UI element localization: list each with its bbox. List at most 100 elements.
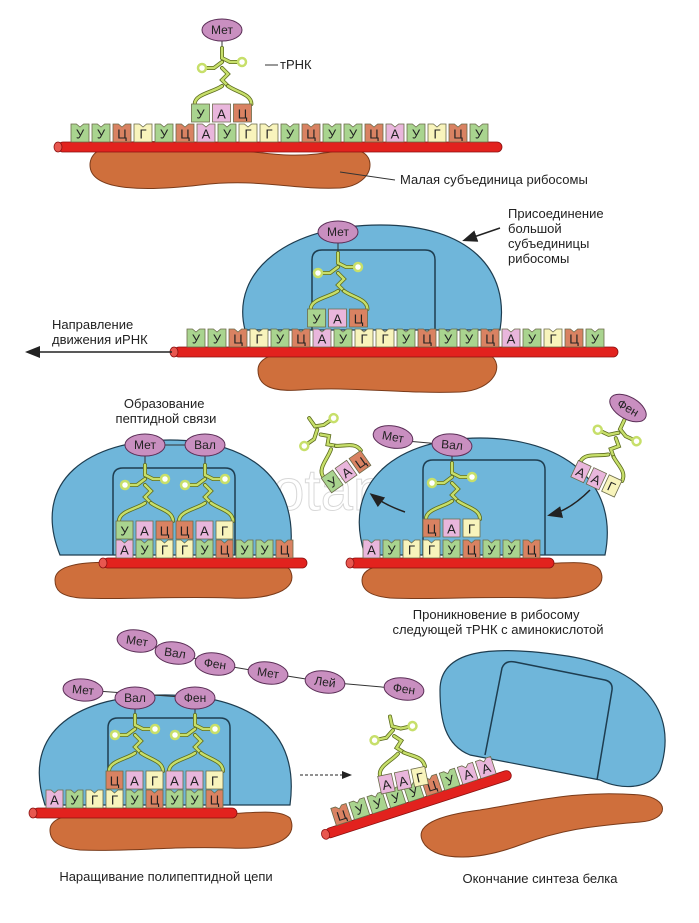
nucleotide: Г — [543, 328, 563, 348]
nucleotide: Ц — [175, 520, 194, 540]
trna-label: тРНК — [280, 57, 312, 72]
nucleotide: Ц — [564, 328, 584, 348]
amino-acid: Вал — [431, 433, 473, 457]
svg-text:У: У — [120, 524, 129, 539]
nucleotide: Ц — [448, 123, 468, 143]
nucleotide: Г — [422, 539, 441, 559]
nucleotide: У — [65, 789, 84, 809]
svg-text:А: А — [200, 524, 209, 539]
svg-text:Ц: Ц — [369, 127, 379, 142]
svg-text:Г: Г — [428, 543, 435, 558]
nucleotide: У — [482, 539, 501, 559]
nucleotide: А — [442, 518, 461, 538]
svg-text:Г: Г — [151, 774, 158, 789]
mrna-backbone — [57, 141, 503, 153]
nucleotide: У — [320, 469, 344, 494]
small-subunit — [420, 793, 663, 858]
svg-text:Вал: Вал — [163, 645, 186, 662]
trna-entry-caption: Проникновение в рибосому следующей тРНК … — [392, 607, 603, 637]
nucleotide: А — [456, 761, 479, 785]
svg-text:А: А — [217, 107, 226, 122]
mrna-backbone — [32, 807, 238, 819]
nucleotide: Г — [205, 770, 224, 790]
svg-text:У: У — [213, 332, 222, 347]
nucleotide: У — [502, 539, 521, 559]
nucleotide: У — [125, 789, 144, 809]
svg-text:У: У — [387, 543, 396, 558]
svg-text:У: У — [475, 127, 484, 142]
nucleotide: Г — [238, 123, 258, 143]
nucleotide: А — [377, 773, 396, 795]
svg-text:Мет: Мет — [211, 23, 233, 37]
svg-text:Ц: Ц — [296, 332, 306, 347]
svg-text:Г: Г — [360, 332, 367, 347]
svg-text:Г: Г — [211, 774, 218, 789]
svg-text:Ц: Ц — [427, 522, 437, 537]
svg-text:Г: Г — [433, 127, 440, 142]
nucleotide: Г — [175, 539, 194, 559]
svg-text:У: У — [286, 127, 295, 142]
nucleotide: А — [474, 756, 497, 780]
svg-text:Ц: Ц — [467, 543, 477, 558]
nucleotide: Ц — [417, 328, 437, 348]
large-subunit — [358, 437, 608, 556]
nucleotide: Ц — [301, 123, 321, 143]
svg-text:Г: Г — [408, 543, 415, 558]
svg-text:Ц: Ц — [110, 774, 120, 789]
svg-text:Мет: Мет — [125, 633, 149, 650]
nucleotide: Ц — [349, 308, 368, 328]
nucleotide: Г — [133, 123, 153, 143]
nucleotide: А — [135, 520, 154, 540]
nucleotide: У — [585, 328, 605, 348]
nucleotide: Ц — [145, 789, 164, 809]
svg-text:Мет: Мет — [327, 225, 349, 239]
nucleotide: Г — [105, 789, 124, 809]
large-subunit — [439, 650, 666, 788]
nucleotide: У — [343, 123, 363, 143]
nucleotide: У — [348, 797, 371, 821]
svg-text:А: А — [447, 522, 456, 537]
nucleotide: У — [195, 539, 214, 559]
svg-text:У: У — [528, 332, 537, 347]
nucleotide: У — [396, 328, 416, 348]
nucleotide: У — [406, 123, 426, 143]
nucleotide: Г — [601, 474, 623, 498]
svg-text:Г: Г — [468, 522, 475, 537]
svg-text:Ц: Ц — [180, 524, 190, 539]
svg-text:Ц: Ц — [527, 543, 537, 558]
nucleotide: А — [312, 328, 332, 348]
nucleotide: Ц — [205, 789, 224, 809]
nucleotide: А — [570, 459, 592, 484]
amino-acid: Вал — [184, 433, 226, 457]
nucleotide: У — [469, 123, 489, 143]
svg-text:У: У — [240, 543, 249, 558]
nucleotide: А — [328, 308, 347, 328]
nucleotide: А — [125, 770, 144, 790]
amino-acid: Мет — [116, 629, 158, 653]
nucleotide: Г — [375, 328, 395, 348]
nucleotide: У — [438, 767, 461, 791]
nucleotide: У — [366, 791, 389, 815]
nucleotide: У — [115, 520, 134, 540]
nucleotide: Г — [462, 518, 481, 538]
svg-text:У: У — [223, 127, 232, 142]
svg-text:У: У — [192, 332, 201, 347]
nucleotide: А — [501, 328, 521, 348]
nucleotide: Ц — [291, 328, 311, 348]
svg-text:Ц: Ц — [210, 793, 220, 808]
nucleotide: Г — [85, 789, 104, 809]
svg-text:Г: Г — [265, 127, 272, 142]
nucleotide: У — [186, 328, 206, 348]
svg-text:Ц: Ц — [233, 332, 243, 347]
svg-text:А: А — [120, 543, 129, 558]
